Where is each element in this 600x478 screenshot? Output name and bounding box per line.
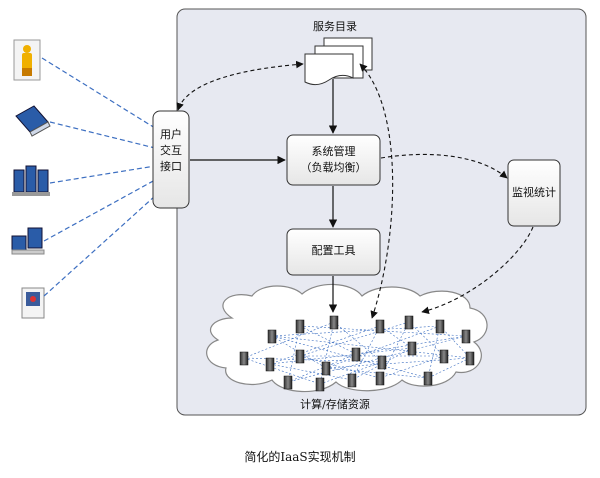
server-icon <box>407 341 417 356</box>
user-interface-label-line3: 接口 <box>160 160 182 173</box>
server-icon <box>375 371 385 386</box>
workstation-icon <box>11 227 45 255</box>
server-icon <box>351 347 361 362</box>
system-management-label: 系统管理 <box>311 145 356 158</box>
user-interface-label-line1: 用户 <box>160 128 182 141</box>
server-icon <box>329 315 339 330</box>
laptop-icon <box>15 105 51 137</box>
user-interface-label-line2: 交互 <box>160 144 182 157</box>
server-icon <box>404 315 414 330</box>
server-mesh <box>243 321 471 385</box>
compute-storage-cloud <box>206 283 488 393</box>
load-balancing-label: （负载均衡） <box>300 161 367 174</box>
server-icon <box>321 361 331 376</box>
compute-storage-label: 计算/存储资源 <box>300 398 370 411</box>
server-icon <box>465 351 475 366</box>
server-icon <box>295 349 305 364</box>
system-management-box <box>286 134 381 186</box>
monitoring-label: 监视统计 <box>512 186 556 199</box>
solid-arrows <box>190 79 338 313</box>
dashed-arrows <box>176 60 534 319</box>
server-icon <box>435 319 445 334</box>
server-icon <box>423 371 433 386</box>
user-icon <box>13 39 41 81</box>
service-catalog-label: 服务目录 <box>313 20 357 33</box>
server-nodes <box>239 315 475 392</box>
server-icon <box>439 349 449 364</box>
server-icon <box>315 377 325 392</box>
server-icon <box>267 329 277 344</box>
server-icon <box>239 351 249 366</box>
mobile-device-icon <box>21 287 45 319</box>
server-icon <box>295 319 305 334</box>
figure-caption: 简化的IaaS实现机制 <box>244 450 356 464</box>
monitoring-box <box>507 159 561 227</box>
server-icon <box>461 329 471 344</box>
config-tool-box <box>286 228 381 276</box>
server-rack-icon <box>12 165 50 196</box>
server-icon <box>283 375 293 390</box>
server-icon <box>347 373 357 388</box>
server-icon <box>377 355 387 370</box>
config-tool-label: 配置工具 <box>311 244 356 257</box>
user-interface-box <box>152 110 190 209</box>
server-icon <box>265 357 275 372</box>
client-links <box>41 57 156 297</box>
server-icon <box>375 319 385 334</box>
